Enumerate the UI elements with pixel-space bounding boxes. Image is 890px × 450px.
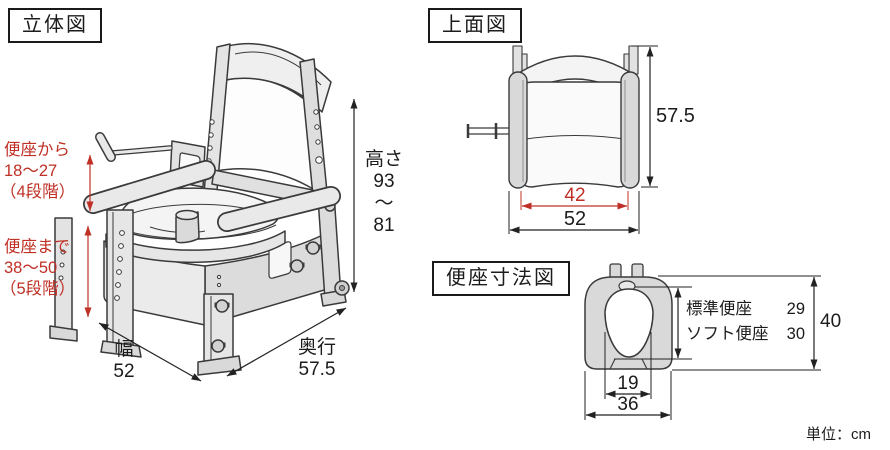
- top-view-seat: [516, 81, 634, 188]
- top-view-handle: [466, 123, 512, 139]
- depth-dimension-arrow: [226, 307, 347, 377]
- seat-lower-range-line2: 38〜50: [4, 259, 58, 277]
- top-view-dimensions: [508, 45, 658, 234]
- top-view-title: 上面図: [428, 8, 522, 43]
- top-view-depth-value: 57.5: [656, 105, 695, 127]
- seat-hole: [604, 288, 654, 358]
- top-view-inner-width-value: 42: [564, 185, 586, 206]
- seat-upper-range-note: 便座から 18〜27 （4段階）: [0, 140, 75, 203]
- soft-seat-row: ソフト便座 30: [686, 324, 805, 344]
- perspective-chair-drawing: [49, 42, 350, 376]
- height-min: 81: [373, 215, 395, 236]
- width-label: 幅: [114, 339, 134, 360]
- seat-upper-range-line2: 18〜27: [4, 162, 58, 180]
- perspective-dimension-arrows: [84, 98, 358, 382]
- seat-total-depth-value: 40: [820, 311, 842, 332]
- top-view-left-armrest: [508, 71, 528, 189]
- width-dimension-label: 幅 52: [100, 339, 148, 383]
- standard-seat-row: 標準便座 29: [686, 299, 805, 319]
- width-dimension-arrow: [98, 322, 202, 382]
- depth-value: 57.5: [298, 359, 336, 380]
- chair-right-armrest: [217, 186, 341, 232]
- seat-lower-range-note: 便座まで 38〜50 （5段階）: [0, 237, 75, 300]
- soft-seat-label: ソフト便座: [686, 325, 769, 343]
- height-label: 高さ: [364, 149, 403, 170]
- seat-view-title: 便座寸法図: [432, 261, 570, 296]
- height-max: 93: [373, 171, 395, 192]
- chair-left-armrest: [83, 132, 216, 244]
- seat-upper-range-line1: 便座から: [4, 141, 70, 159]
- seat-view-dimensions: [584, 275, 821, 420]
- top-view-right-armrest: [620, 71, 640, 189]
- standard-seat-label: 標準便座: [686, 300, 752, 318]
- depth-label: 奥行: [297, 337, 336, 358]
- seat-width-value: 36: [617, 394, 639, 415]
- width-value: 52: [113, 361, 135, 382]
- soft-seat-value: 30: [786, 325, 805, 343]
- seat-lower-range-line1: 便座まで: [4, 238, 70, 256]
- perspective-view-title: 立体図: [8, 8, 102, 43]
- seat-upper-range-line3: （4段階）: [0, 183, 76, 201]
- height-tilde: 〜: [374, 193, 394, 214]
- height-dimension-label: 高さ 93 〜 81: [358, 149, 410, 237]
- top-view-drawing: [466, 45, 640, 189]
- depth-dimension-label: 奥行 57.5: [284, 337, 350, 381]
- seat-hole-width-value: 19: [617, 373, 639, 394]
- chair-rear-left-leg: [49, 217, 78, 342]
- seat-lower-range-line3: （5段階）: [0, 280, 76, 298]
- standard-seat-value: 29: [786, 300, 805, 318]
- top-view-outer-width-value: 52: [563, 208, 587, 230]
- seat-view-drawing: [584, 263, 673, 370]
- unit-note: 単位：cm: [806, 426, 871, 443]
